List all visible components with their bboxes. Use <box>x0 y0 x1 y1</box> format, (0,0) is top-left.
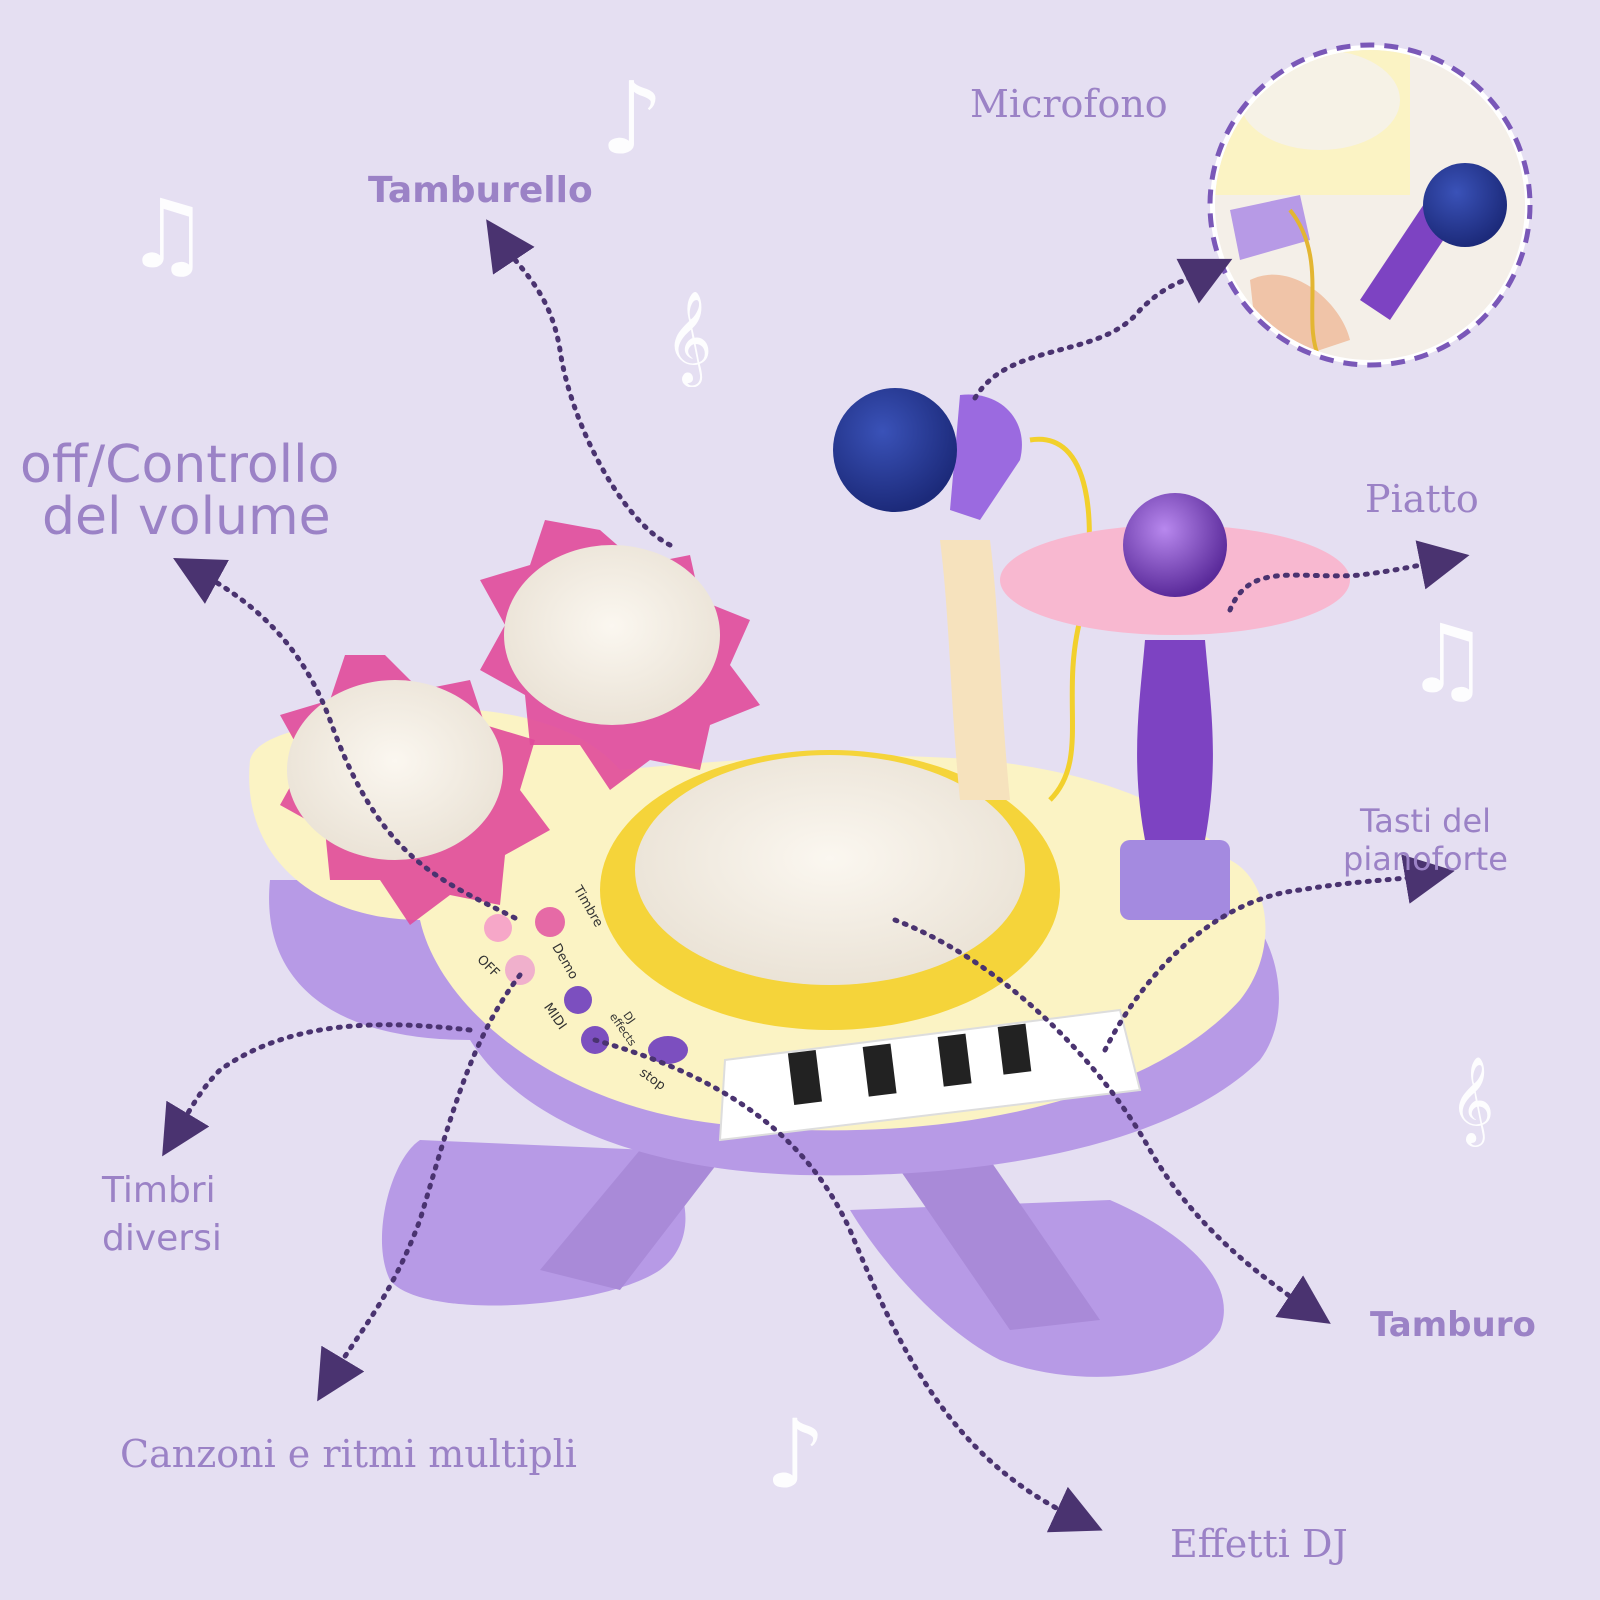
label-volume-line1: off/Controllo <box>20 435 340 495</box>
control-buttons <box>484 907 688 1064</box>
label-effetti-dj: Effetti DJ <box>1170 1522 1348 1566</box>
label-canzoni: Canzoni e ritmi multipli <box>120 1432 577 1476</box>
label-tamburello: Tamburello <box>368 170 593 211</box>
label-tasti-line1: Tasti del <box>1360 802 1492 840</box>
pad-right <box>480 520 760 790</box>
label-tamburo: Tamburo <box>1370 1305 1536 1345</box>
music-note-icon: ♪ <box>600 60 664 177</box>
callout-arrows <box>162 219 1470 1533</box>
pad-left <box>280 655 550 925</box>
label-timbri-line2: diversi <box>102 1218 222 1259</box>
piano-keys <box>718 1008 1142 1142</box>
label-piatto: Piatto <box>1365 477 1479 521</box>
music-note-icon: ♫ <box>1405 605 1491 715</box>
microphone <box>833 388 1092 802</box>
music-note-icon: ♪ <box>765 1400 826 1510</box>
treble-clef-icon: 𝄞 <box>665 290 713 383</box>
label-volume-line2: del volume <box>42 487 331 547</box>
treble-clef-icon: 𝄞 <box>1450 1055 1495 1143</box>
microphone-inset <box>1207 42 1533 368</box>
label-tasti-line2: pianoforte <box>1343 840 1508 878</box>
cymbal <box>1000 493 1350 920</box>
label-timbri-line1: Timbri <box>102 1170 216 1211</box>
main-drum <box>600 750 1060 1030</box>
toy-legs <box>381 1140 1224 1377</box>
label-microfono: Microfono <box>970 82 1168 126</box>
music-note-icon: ♫ <box>125 180 211 290</box>
